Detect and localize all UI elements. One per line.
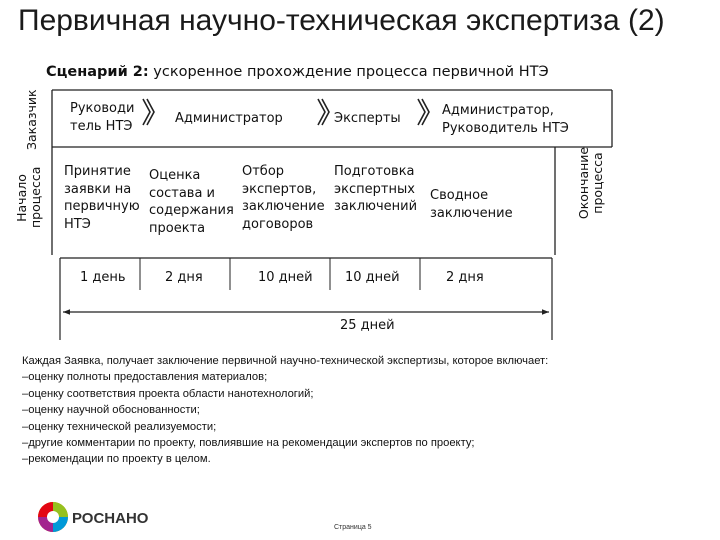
page-title: Первичная научно-техническая экспертиза … <box>18 4 665 37</box>
step-select-experts: Отбор экспертов, заключение договоров <box>242 164 325 232</box>
duration-step-1: 1 день <box>80 270 126 285</box>
chevron-icon <box>317 98 330 126</box>
description-item: –другие комментарии по проекту, повлиявш… <box>22 437 475 450</box>
logo-wordmark: РОСНАНО <box>72 510 149 527</box>
actor-experts: Эксперты <box>334 111 401 126</box>
process-end-label: Окончание процесса <box>576 146 605 220</box>
duration-step-2: 2 дня <box>165 270 203 285</box>
chevron-icon <box>417 98 430 126</box>
description-block: Каждая Заявка, получает заключение перви… <box>22 353 654 468</box>
page-number: Страница 5 <box>334 524 372 531</box>
step-prepare-conclusions: Подготовка экспертных заключений <box>334 164 418 214</box>
description-item: –рекомендации по проекту в целом. <box>22 453 211 466</box>
actor-administrator: Администратор <box>175 111 283 126</box>
chevron-icon <box>142 98 155 126</box>
scenario-heading: Сценарий 2: ускоренное прохождение проце… <box>46 64 549 80</box>
step-accept-application: Принятие заявки на первичную НТЭ <box>64 164 140 232</box>
duration-step-4: 10 дней <box>345 270 400 285</box>
description-item: –оценку полноты предоставления материало… <box>22 371 268 384</box>
rosnano-logo-icon <box>38 502 68 532</box>
scenario-label: Сценарий 2: <box>46 64 149 80</box>
step-evaluate-project: Оценка состава и содержания проекта <box>149 168 234 236</box>
total-duration: 25 дней <box>340 318 395 333</box>
step-summary-conclusion: Сводное заключение <box>430 188 513 221</box>
description-item: –оценку технической реализуемости; <box>22 420 217 433</box>
actor-admin-and-head: Администратор, Руководитель НТЭ <box>442 103 569 136</box>
description-intro: Каждая Заявка, получает заключение перви… <box>22 355 549 367</box>
process-start-label: Начало процесса <box>14 166 43 228</box>
scenario-text: ускоренное прохождение процесса первично… <box>153 64 549 80</box>
description-item: –оценку научной обоснованности; <box>22 404 200 417</box>
duration-step-5: 2 дня <box>446 270 484 285</box>
actor-head-nte: Руководи тель НТЭ <box>70 101 135 134</box>
description-item: –оценку соответствия проекта области нан… <box>22 387 314 400</box>
customer-label: Заказчик <box>24 89 39 150</box>
duration-step-3: 10 дней <box>258 270 313 285</box>
